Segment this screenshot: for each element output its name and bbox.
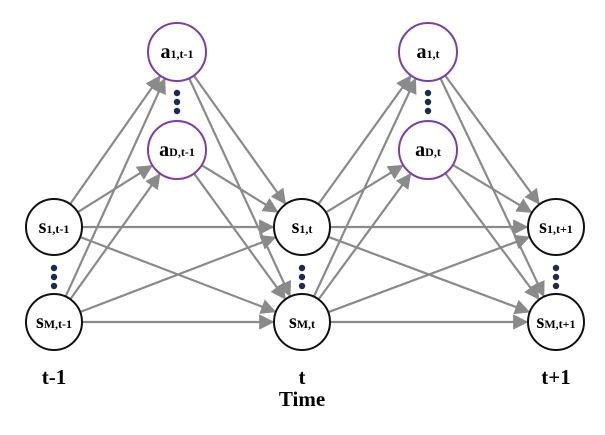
node-main: s — [39, 216, 47, 238]
vertical-ellipsis-icon — [552, 264, 560, 290]
svg-text:aD,t: aD,t — [415, 139, 441, 161]
node-s-1-tm1: s1,t-1 — [25, 198, 83, 256]
edge-arrow — [79, 235, 277, 314]
edge-arrow — [444, 172, 540, 300]
edge-arrow — [317, 172, 412, 301]
node-s-M-tp1: sM,t+1 — [527, 293, 585, 351]
node-main: s — [537, 311, 545, 333]
edge-arrow — [64, 77, 166, 297]
edge-arrow — [193, 172, 286, 300]
node-main: a — [161, 41, 171, 63]
svg-text:a1,t: a1,t — [417, 41, 440, 63]
node-main: s — [289, 311, 297, 333]
node-s-M-t: sM,t — [273, 293, 331, 351]
node-a-D-t: aD,t — [398, 120, 458, 180]
node-sub: M,t — [297, 317, 315, 331]
node-main: a — [159, 139, 169, 161]
vertical-ellipsis-icon — [298, 264, 306, 290]
node-sub: D,t-1 — [169, 145, 195, 159]
edge-arrow — [201, 164, 279, 213]
node-sub: D,t — [425, 145, 441, 159]
edge-arrow — [452, 164, 533, 213]
node-a-1-t: a1,t — [398, 22, 458, 82]
node-sub: 1,t — [427, 47, 440, 61]
node-sub: 1,t-1 — [171, 47, 194, 61]
edge-arrow — [439, 77, 545, 298]
vertical-ellipsis-icon — [424, 89, 432, 115]
node-sub: M,t+1 — [544, 317, 575, 331]
node-sub: 1,t-1 — [46, 222, 69, 236]
node-s-1-tp1: s1,t+1 — [527, 198, 585, 256]
node-main: a — [415, 139, 425, 161]
edge-arrow — [188, 77, 291, 298]
edge-arrow — [69, 75, 161, 205]
node-main: s — [292, 216, 300, 238]
edge-arrow — [69, 173, 161, 300]
svg-text:sM,t: sM,t — [289, 311, 315, 333]
time-label-tp1: t+1 — [541, 365, 570, 389]
node-a-1-tm1: a1,t-1 — [147, 22, 207, 82]
edge-arrow — [444, 74, 540, 205]
svg-text:sM,t+1: sM,t+1 — [537, 311, 576, 333]
node-sub: M,t-1 — [44, 317, 72, 331]
edges-layer — [64, 74, 545, 330]
svg-text:aD,t-1: aD,t-1 — [159, 139, 195, 161]
edge-arrow — [312, 77, 417, 298]
time-label-t: t — [299, 365, 306, 389]
node-main: a — [417, 41, 427, 63]
svg-text:s1,t-1: s1,t-1 — [39, 216, 70, 238]
edge-arrow — [327, 234, 531, 314]
time-axis-label: Time — [279, 387, 325, 411]
svg-text:s1,t: s1,t — [292, 216, 313, 238]
svg-text:sM,t-1: sM,t-1 — [36, 311, 72, 333]
node-sub: 1,t — [299, 222, 312, 236]
edge-arrow — [192, 74, 287, 205]
svg-text:s1,t+1: s1,t+1 — [539, 216, 573, 238]
node-s-M-tm1: sM,t-1 — [25, 293, 83, 351]
node-sub: 1,t+1 — [547, 222, 573, 236]
vertical-ellipsis-icon — [173, 89, 181, 115]
svg-text:a1,t-1: a1,t-1 — [161, 41, 194, 63]
node-a-D-tm1: aD,t-1 — [147, 120, 207, 180]
node-main: s — [539, 216, 547, 238]
edge-arrow — [317, 75, 412, 205]
node-s-1-t: s1,t — [273, 198, 331, 256]
vertical-ellipsis-icon — [50, 264, 58, 290]
time-label-tm1: t-1 — [42, 365, 67, 389]
node-main: s — [36, 311, 44, 333]
